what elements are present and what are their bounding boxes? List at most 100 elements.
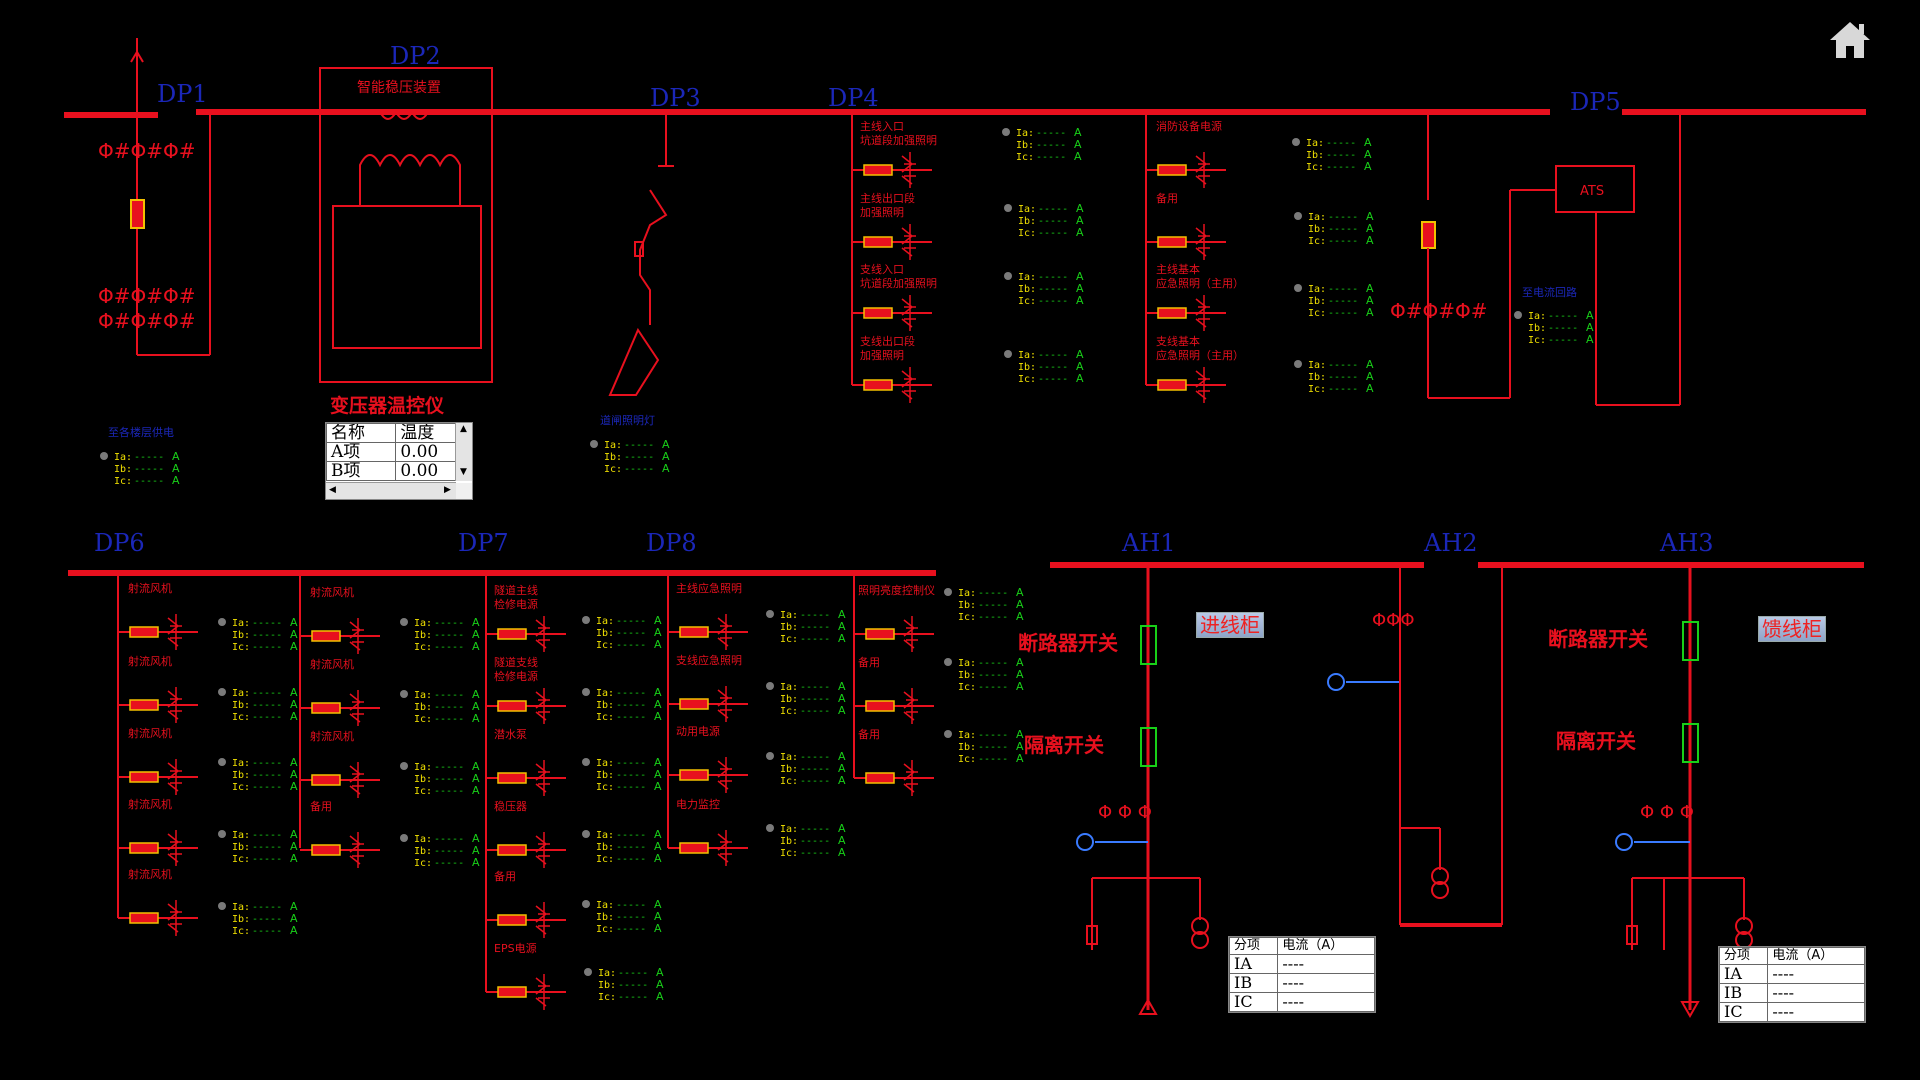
- meter-label: Ic:: [232, 642, 250, 653]
- meter-value: -----: [616, 900, 646, 911]
- meter-unit: A: [654, 780, 662, 793]
- dp6-feeder-b-0: 射流风机: [300, 585, 380, 654]
- meter-unit: A: [290, 840, 298, 853]
- dp6-meter-b-3: Ia:-----AIb:-----AIc:-----A: [400, 832, 480, 869]
- meter-unit: A: [290, 756, 298, 769]
- dp4-meter-a-3: Ia:-----AIb:-----AIc:-----A: [1004, 348, 1084, 385]
- incoming-cabinet-button[interactable]: 进线柜: [1196, 612, 1264, 638]
- meter-indicator: [1294, 212, 1302, 220]
- meter-unit: A: [654, 828, 662, 841]
- current-header-item: 分项: [1718, 947, 1769, 965]
- meter-value: -----: [434, 834, 464, 845]
- dp1-breaker: [130, 199, 145, 229]
- meter-value: -----: [800, 848, 830, 859]
- dp6-feeder-b-3: 备用: [300, 799, 380, 868]
- home-icon[interactable]: [1826, 16, 1874, 64]
- meter-unit: A: [290, 852, 298, 865]
- meter-value: -----: [1038, 362, 1068, 373]
- meter-label: Ia:: [604, 440, 622, 451]
- meter-unit: A: [1016, 656, 1024, 669]
- feeder-label: 主线出口段: [860, 191, 915, 205]
- meter-value: -----: [434, 630, 464, 641]
- meter-label: Ia:: [780, 682, 798, 693]
- meter-unit: A: [654, 910, 662, 923]
- dp6-meter-b-2: Ia:-----AIb:-----AIc:-----A: [400, 760, 480, 797]
- dp2-title: 智能稳压装置: [357, 80, 441, 96]
- feeder-cabinet-button[interactable]: 馈线柜: [1758, 616, 1826, 642]
- feeder-breaker: [497, 986, 527, 998]
- meter-value: -----: [800, 706, 830, 717]
- meter-label: Ib:: [232, 770, 250, 781]
- meter-value: -----: [978, 682, 1008, 693]
- feeder-breaker: [679, 698, 709, 710]
- meter-label: Ia:: [780, 824, 798, 835]
- meter-label: Ib:: [598, 980, 616, 991]
- meter-value: -----: [1328, 384, 1358, 395]
- feeder-ct: [901, 295, 916, 331]
- meter-label: Ia:: [958, 730, 976, 741]
- meter-label: Ib:: [1308, 296, 1326, 307]
- feeder-breaker: [863, 379, 893, 391]
- ah1-isolator: [1140, 727, 1157, 767]
- meter-unit: A: [472, 712, 480, 725]
- meter-unit: A: [654, 698, 662, 711]
- temp-row-b-value: 0.00: [395, 461, 472, 481]
- scrollbar-corner: [456, 483, 472, 499]
- feeder-ct: [903, 616, 918, 652]
- dp6-meter-b-0: Ia:-----AIb:-----AIc:-----A: [400, 616, 480, 653]
- dp4-meter-b-3: Ia:-----AIb:-----AIc:-----A: [1294, 358, 1374, 395]
- feeder-breaker: [497, 628, 527, 640]
- feeder-breaker: [311, 630, 341, 642]
- meter-value: -----: [616, 842, 646, 853]
- meter-value: -----: [1038, 284, 1068, 295]
- meter-label: Ic:: [596, 640, 614, 651]
- meter-unit: A: [654, 898, 662, 911]
- meter-label: Ib:: [114, 464, 132, 475]
- dp6-meter-a-3: Ia:-----AIb:-----AIc:-----A: [218, 828, 298, 865]
- current-value-ic: ----: [1277, 992, 1375, 1012]
- meter-value: -----: [616, 700, 646, 711]
- meter-value: -----: [616, 912, 646, 923]
- feeder-breaker: [1157, 236, 1187, 248]
- vertical-scrollbar[interactable]: ▲▼: [455, 423, 472, 481]
- meter-value: -----: [800, 752, 830, 763]
- ah3-earth-indicator: [1615, 833, 1633, 851]
- dp7-feeder-2: 潜水泵: [486, 727, 566, 796]
- panel-label-dp5: DP5: [1570, 88, 1621, 116]
- meter-indicator: [766, 610, 774, 618]
- current-row-ic: IC: [1228, 992, 1279, 1012]
- panel-label-dp4: DP4: [828, 84, 879, 112]
- feeder-ct: [1195, 224, 1210, 260]
- meter-label: Ia:: [414, 618, 432, 629]
- meter-label: Ic:: [232, 854, 250, 865]
- meter-label: Ic:: [604, 464, 622, 475]
- meter-label: Ib:: [232, 914, 250, 925]
- meter-unit: A: [472, 832, 480, 845]
- feeder-ct: [535, 760, 550, 796]
- feeder-label: 主线基本: [1156, 262, 1200, 276]
- meter-indicator: [1004, 272, 1012, 280]
- meter-unit: A: [1076, 282, 1084, 295]
- meter-unit: A: [1366, 222, 1374, 235]
- meter-unit: A: [1016, 586, 1024, 599]
- meter-label: Ia:: [1306, 138, 1324, 149]
- ah1-pt-b: [1191, 931, 1209, 949]
- meter-value: -----: [1328, 296, 1358, 307]
- dp8-meter-a-3: Ia:-----AIb:-----AIc:-----A: [766, 822, 846, 859]
- meter-value: -----: [1036, 128, 1066, 139]
- horizontal-scrollbar[interactable]: ◀▶: [326, 482, 456, 499]
- meter-value: -----: [616, 830, 646, 841]
- dp3-load-label: 道闸照明灯: [600, 413, 655, 427]
- meter-label: Ia:: [596, 900, 614, 911]
- meter-label: Ic:: [780, 848, 798, 859]
- meter-value: -----: [618, 968, 648, 979]
- meter-value: -----: [978, 588, 1008, 599]
- meter-value: -----: [624, 440, 654, 451]
- current-value-ia: ----: [1767, 964, 1865, 984]
- feeder-ct: [535, 974, 550, 1010]
- dp3-fuse-switch: [639, 189, 668, 325]
- dp8-feeder-a-1: 支线应急照明: [668, 653, 748, 722]
- meter-value: -----: [434, 786, 464, 797]
- feeder-breaker: [1157, 379, 1187, 391]
